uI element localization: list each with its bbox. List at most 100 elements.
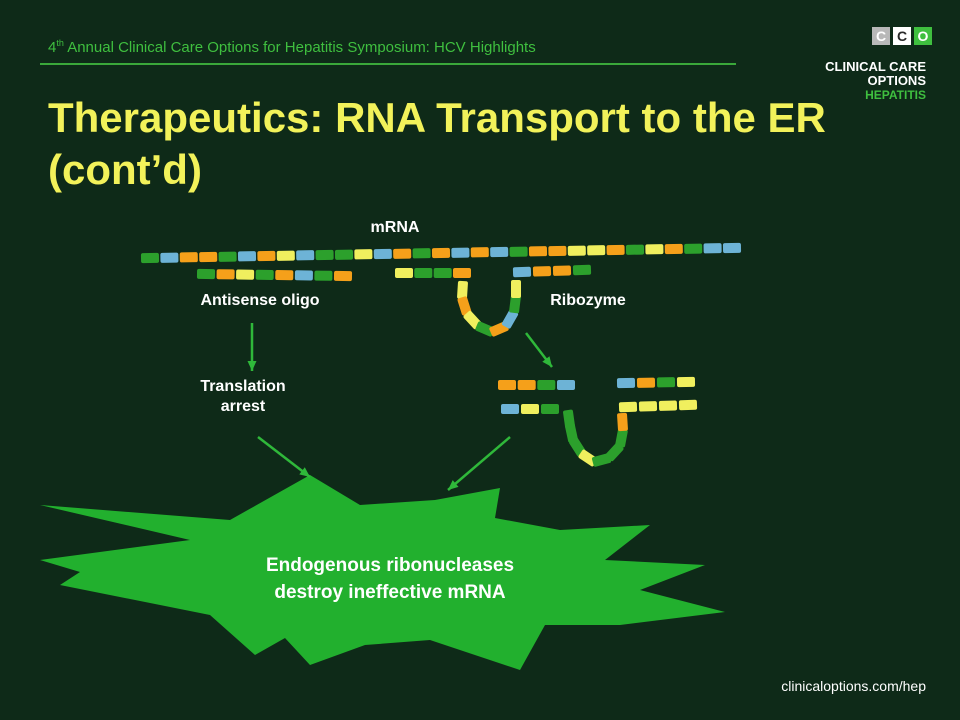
mrna-segment — [703, 243, 722, 254]
mrna-segment — [645, 244, 664, 255]
antisense-oligo-segment — [196, 268, 216, 280]
cleaved-segment — [656, 377, 676, 388]
mrna-segment — [431, 247, 451, 259]
cleaved-segment — [605, 442, 624, 462]
logo-letter-c2: C — [893, 27, 911, 45]
burst-text: Endogenous ribonucleases destroy ineffec… — [200, 552, 580, 606]
cleaved-segment — [616, 377, 636, 389]
mrna-segment — [296, 250, 315, 261]
mrna-segment — [160, 252, 179, 263]
mrna-segment — [276, 250, 295, 261]
slide-title: Therapeutics: RNA Transport to the ER (c… — [48, 94, 826, 193]
cleaved-segment — [563, 409, 575, 429]
mrna-segment — [199, 251, 218, 263]
mrna-segment — [218, 251, 237, 262]
ribozyme-segment — [453, 268, 471, 278]
logo-line2: HEPATITIS — [865, 88, 926, 102]
ribozyme-segment — [463, 310, 482, 330]
cleaved-segment — [557, 380, 575, 390]
mrna-segment — [509, 246, 528, 257]
logo-letter-c1: C — [872, 27, 890, 45]
logo-letter-o: O — [914, 27, 932, 45]
mrna-segment — [179, 252, 198, 263]
mrna-segment — [354, 249, 373, 260]
cleaved-segment — [676, 376, 696, 388]
mrna-segment — [237, 251, 257, 262]
ribozyme-segment — [457, 296, 472, 316]
mrna-segment — [684, 243, 703, 254]
cleaved-segment — [521, 404, 539, 414]
antisense-oligo-segment — [333, 270, 353, 282]
cco-logo-icon: C C O — [872, 27, 932, 45]
antisense-oligo-segment — [275, 270, 294, 281]
ribozyme-segment — [552, 265, 572, 276]
footer-url: clinicaloptions.com/hep — [781, 678, 926, 694]
ribozyme-segment — [457, 280, 468, 300]
arrow-arrest-to-burst-head — [299, 467, 310, 477]
rna-strands — [140, 242, 742, 467]
logo-text: CLINICAL CARE OPTIONS HEPATITIS — [764, 59, 926, 103]
mrna-segment — [373, 248, 392, 260]
ribozyme-segment — [501, 309, 519, 329]
cleaved-segment — [636, 377, 656, 388]
mrna-segment — [567, 245, 586, 256]
mrna-segment — [412, 248, 431, 259]
logo-line1: CLINICAL CARE OPTIONS — [825, 59, 926, 88]
mrna-segment — [664, 243, 683, 255]
mrna-segment — [722, 242, 742, 254]
antisense-oligo-segment — [216, 269, 235, 280]
mrna-segment — [451, 247, 470, 258]
cleaved-segment — [498, 380, 516, 390]
cleaved-segment — [541, 404, 559, 414]
arrow-cleavage-to-burst-head — [448, 480, 459, 490]
cleaved-segment — [615, 428, 628, 448]
mrna-segment — [470, 247, 489, 258]
cleaved-segment — [638, 401, 658, 412]
ribozyme-segment — [572, 264, 592, 276]
mrna-segment — [140, 252, 160, 264]
ribonuclease-burst — [40, 475, 725, 670]
mrna-segment — [315, 249, 334, 261]
cleaved-segment — [658, 400, 678, 411]
cleaved-segment — [517, 380, 536, 390]
mrna-label: mRNA — [370, 219, 420, 236]
arrow-arrest-to-burst — [257, 436, 311, 478]
cleaved-segment — [537, 380, 556, 390]
arrow-antisense-to-arrest-head — [247, 361, 257, 371]
ribozyme-segment — [433, 268, 452, 278]
ribozyme-label: Ribozyme — [550, 292, 626, 309]
antisense-oligo-segment — [314, 270, 333, 281]
cleaved-segment — [678, 399, 698, 411]
burst-text-line1: Endogenous ribonucleases — [265, 555, 515, 576]
translation-arrest-line2: arrest — [220, 398, 266, 415]
mrna-segment — [490, 246, 509, 258]
antisense-oligo-segment — [255, 269, 274, 280]
mrna-segment — [257, 250, 276, 262]
arrow-cleavage-to-burst — [447, 436, 511, 491]
burst-text-line2: destroy ineffective mRNA — [274, 582, 506, 603]
translation-arrest-label: Translation arrest — [173, 377, 313, 417]
cleaved-segment — [565, 423, 578, 443]
mrna-segment — [548, 245, 567, 257]
ribozyme-segment — [532, 266, 552, 277]
cleaved-segment — [501, 404, 519, 414]
mrna-segment — [625, 244, 645, 255]
header-title: 4th Annual Clinical Care Options for Hep… — [48, 38, 536, 56]
antisense-oligo-segment — [236, 269, 255, 280]
mrna-segment — [393, 248, 412, 259]
mrna-segment — [334, 249, 354, 260]
cleaved-segment — [617, 412, 628, 432]
cleaved-segment — [618, 401, 638, 413]
ribozyme-segment — [512, 266, 532, 278]
mrna-segment — [606, 244, 625, 256]
cleaved-segment — [578, 449, 598, 467]
header-divider — [40, 63, 736, 65]
mrna-segment — [587, 245, 606, 256]
arrows — [247, 323, 553, 491]
antisense-oligo-label: Antisense oligo — [200, 292, 320, 309]
mrna-segment — [528, 246, 548, 257]
ribozyme-segment — [414, 268, 433, 278]
ribozyme-segment — [511, 280, 521, 298]
